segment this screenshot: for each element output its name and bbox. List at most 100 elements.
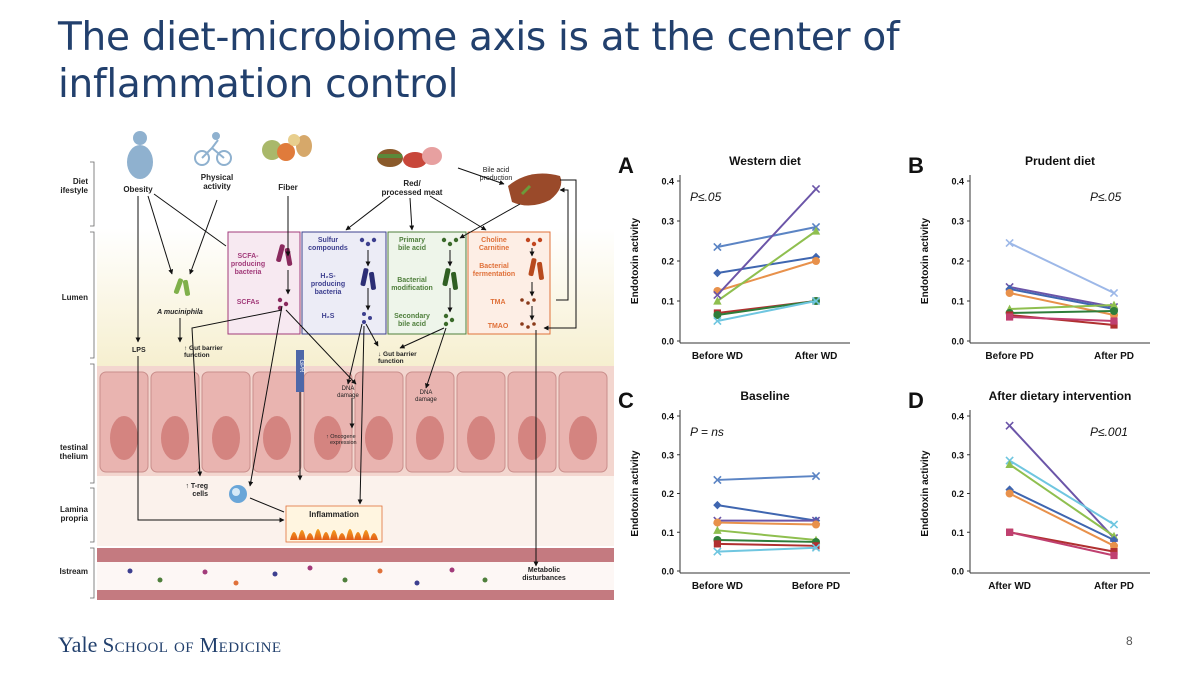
series-segment — [717, 504, 817, 522]
p-value-annotation: P≤.05 — [690, 190, 722, 204]
data-point-triangle — [1109, 300, 1119, 309]
series-line — [713, 471, 821, 485]
data-point-x — [713, 316, 722, 326]
data-point-x — [811, 184, 821, 194]
data-point-triangle — [1005, 460, 1014, 469]
y-tick-label: 0.1 — [661, 528, 674, 538]
y-tick-label: 0.0 — [951, 567, 964, 577]
gut-barrier-label-2: ↓ Gut barrier — [378, 351, 417, 358]
data-point-square — [1110, 548, 1118, 556]
data-point-square — [812, 542, 820, 550]
cell-nucleus — [314, 416, 342, 460]
data-point-x — [811, 471, 821, 481]
series-segment — [1009, 310, 1115, 314]
data-point-x — [811, 296, 821, 306]
data-point-triangle — [713, 296, 722, 305]
data-point-x — [1109, 288, 1119, 298]
y-tick-label: 0.2 — [951, 489, 964, 499]
chart-title: After dietary intervention — [989, 389, 1132, 403]
data-point-circle — [812, 257, 820, 265]
series-segment — [1009, 304, 1115, 310]
label-physical-activity: Physical — [201, 173, 233, 182]
data-point-square — [1110, 317, 1118, 325]
cell-nucleus — [416, 416, 444, 460]
x-stroke — [811, 296, 821, 306]
red-meat-icon — [377, 147, 442, 168]
y-tick-label: 0.2 — [661, 257, 674, 267]
y-tick-label: 0.0 — [951, 337, 964, 347]
label-red-meat: Red/ — [403, 179, 421, 188]
chart-title: Prudent diet — [1025, 154, 1095, 168]
data-point-circle — [1110, 307, 1118, 315]
inflammation-label: Inflammation — [309, 510, 359, 519]
panel-letter: A — [618, 153, 634, 178]
series-segment — [717, 260, 817, 292]
p-value-annotation: P≤.001 — [1090, 425, 1128, 439]
x-tick-label: Before WD — [692, 581, 743, 592]
row-label-lumen: Lumen — [62, 293, 88, 302]
series-line — [713, 543, 821, 556]
data-point-circle — [1005, 289, 1014, 297]
gut-barrier-label-1: ↑ Gut barrier — [184, 345, 223, 352]
series-segment — [717, 529, 817, 541]
data-point-x — [713, 290, 722, 300]
x-stroke — [713, 316, 722, 326]
x-stroke — [811, 471, 821, 481]
data-point-triangle — [811, 226, 821, 235]
row-bracket — [90, 161, 95, 599]
cell-nucleus — [569, 416, 597, 460]
series-line — [713, 518, 820, 529]
x-stroke — [811, 184, 821, 194]
y-tick-label: 0.1 — [661, 297, 674, 307]
series-segment — [1009, 316, 1115, 322]
series-segment — [1009, 463, 1115, 537]
series-line — [713, 297, 820, 319]
series-line — [1005, 238, 1119, 298]
liver-icon — [508, 173, 562, 206]
bloodstream — [97, 548, 614, 600]
data-point-circle — [1110, 541, 1118, 550]
label-obesity: Obesity — [123, 185, 153, 194]
x-stroke — [1109, 288, 1119, 298]
data-point-circle — [812, 520, 820, 529]
pathway-arrows — [135, 167, 577, 567]
data-point-diamond — [1109, 535, 1119, 545]
title-line-1: The diet-microbiome axis is at the cente… — [58, 15, 900, 60]
x-tick-label: After PD — [1094, 351, 1134, 362]
h2s-label: H₂S — [322, 313, 335, 320]
series-segment — [716, 230, 817, 302]
y-tick-label: 0.3 — [951, 217, 964, 227]
slide-title: The diet-microbiome axis is at the cente… — [58, 14, 1058, 108]
intestinal-epithelium — [97, 366, 614, 476]
y-tick-label: 0.4 — [661, 177, 674, 187]
obesity-icon — [127, 131, 153, 179]
panel-letter: B — [908, 153, 924, 178]
y-tick-label: 0.3 — [661, 217, 674, 227]
data-point-square — [1006, 528, 1014, 536]
fermentation-label: Bacterial — [479, 263, 509, 270]
dna-damage-label-1: DNA — [342, 386, 355, 392]
y-tick-label: 0.0 — [661, 567, 674, 577]
y-tick-label: 0.1 — [951, 297, 964, 307]
footer-logo: Yale School of Medicine — [58, 632, 281, 658]
x-tick-label: After WD — [988, 581, 1031, 592]
chart-title: Western diet — [729, 154, 801, 168]
p-value-annotation: P = ns — [690, 425, 724, 439]
series-segment — [1009, 531, 1115, 557]
